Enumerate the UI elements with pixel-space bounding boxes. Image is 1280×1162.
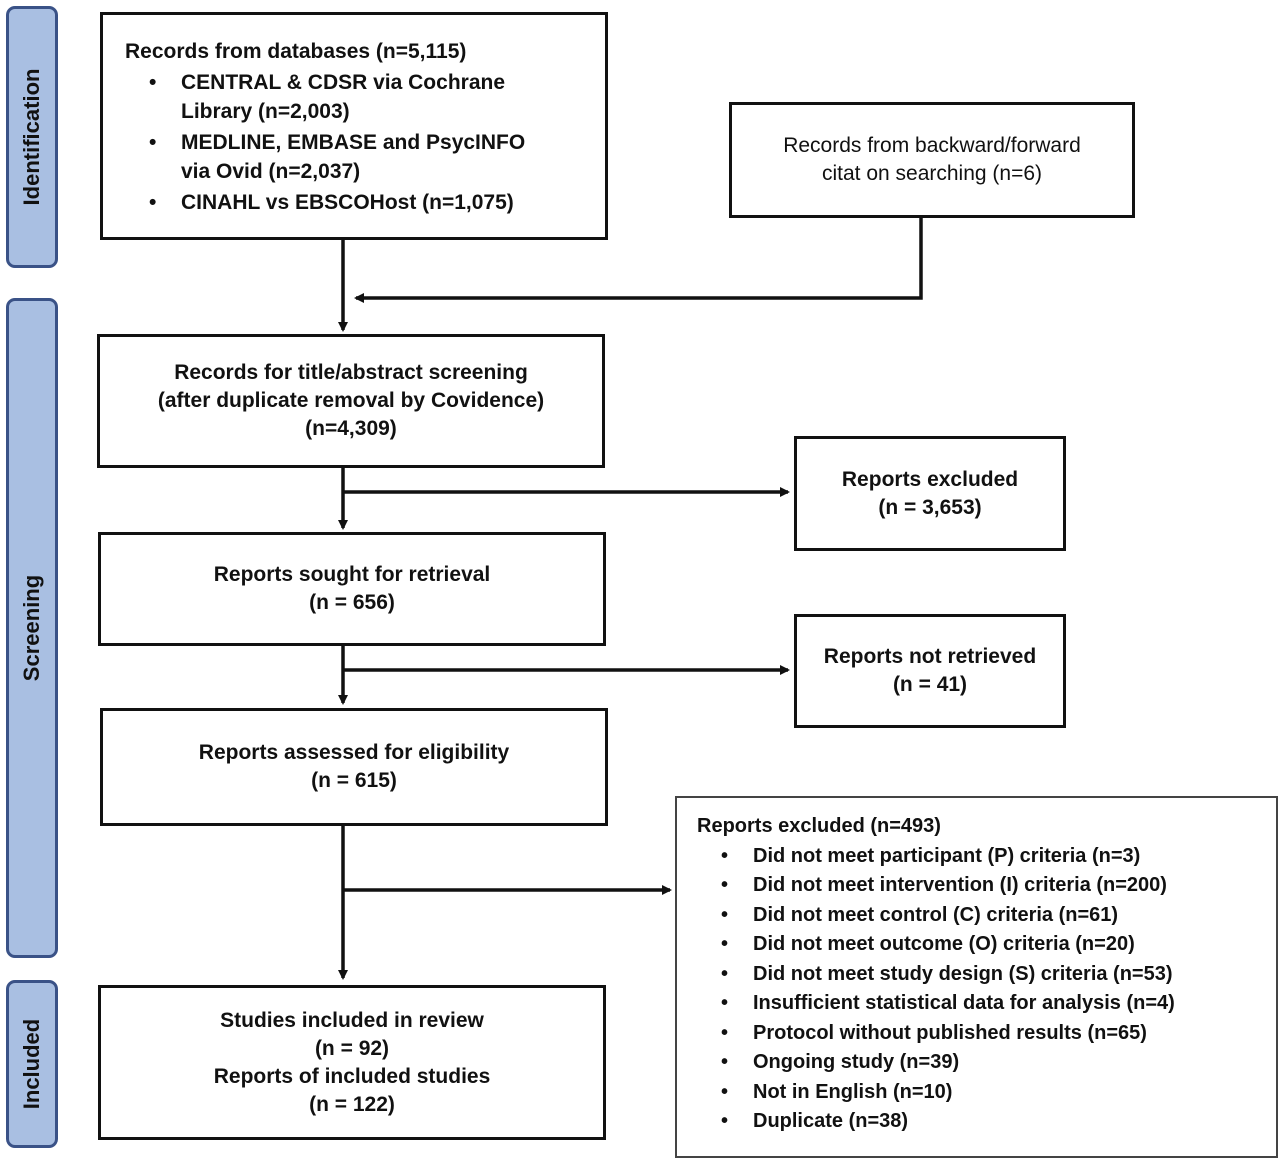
sought-count: (n = 656) <box>309 591 395 614</box>
exclusion-reason: Ongoing study (n=39) <box>697 1048 1268 1078</box>
exclusion-reason: Did not meet participant (P) criteria (n… <box>697 842 1268 872</box>
exclusion-reason: Protocol without published results (n=65… <box>697 1019 1268 1049</box>
exclusion-reason: Not in English (n=10) <box>697 1078 1268 1108</box>
included-studies-count: (n = 92) <box>314 1036 390 1060</box>
exclusion-reason: Did not meet outcome (O) criteria (n=20) <box>697 930 1268 960</box>
screening-box: Records for title/abstract screening (af… <box>97 334 605 468</box>
exclusion-reason: Did not meet intervention (I) criteria (… <box>697 871 1268 901</box>
assessed-box: Reports assessed for eligibility (n = 61… <box>100 708 608 826</box>
exclusion-reason: Duplicate (n=38) <box>697 1107 1268 1137</box>
databases-box: Records from databases (n=5,115) CENTRAL… <box>100 12 608 240</box>
included-reports-count: (n = 122) <box>309 1092 395 1116</box>
databases-list: CENTRAL & CDSR via Cochrane Library (n=2… <box>125 68 595 217</box>
excluded-box-1: Reports excluded (n = 3,653) <box>794 436 1066 551</box>
excluded-2-title: Reports excluded (n=493) <box>697 815 941 837</box>
database-item: CINAHL vs EBSCOHost (n=1,075) <box>125 188 595 217</box>
screening-count: (n=4,309) <box>305 417 397 440</box>
screening-line-2: (after duplicate removal by Covidence) <box>157 389 545 412</box>
phase-screening: Screening <box>6 298 58 958</box>
databases-title: Records from databases (n=5,115) <box>125 40 467 63</box>
included-studies-label: Studies included in review <box>220 1008 484 1032</box>
not-retrieved-count: (n = 41) <box>892 673 968 696</box>
excluded-1-label: Reports excluded <box>841 467 1019 491</box>
assessed-count: (n = 615) <box>311 769 397 792</box>
phase-identification: Identification <box>6 6 58 268</box>
not-retrieved-label: Reports not retrieved <box>823 645 1037 668</box>
database-item: CENTRAL & CDSR via Cochrane Library (n=2… <box>125 68 595 126</box>
database-item: MEDLINE, EMBASE and PsycINFO via Ovid (n… <box>125 128 595 186</box>
assessed-label: Reports assessed for eligibility <box>198 741 510 764</box>
excluded-1-count: (n = 3,653) <box>878 495 982 519</box>
included-reports-label: Reports of included studies <box>213 1064 491 1088</box>
sought-label: Reports sought for retrieval <box>213 563 491 586</box>
excluded-box-2: Reports excluded (n=493) Did not meet pa… <box>675 796 1278 1158</box>
exclusion-reason: Did not meet control (C) criteria (n=61) <box>697 901 1268 931</box>
screening-line-1: Records for title/abstract screening <box>174 361 528 384</box>
phase-included: Included <box>6 980 58 1148</box>
exclusion-reason: Insufficient statistical data for analys… <box>697 989 1268 1019</box>
arrow-citation-to-main <box>354 218 923 303</box>
exclusion-reasons-list: Did not meet participant (P) criteria (n… <box>697 842 1268 1137</box>
sought-box: Reports sought for retrieval (n = 656) <box>98 532 606 646</box>
citation-line-2: citat on searching (n=6) <box>821 162 1043 185</box>
citation-line-1: Records from backward/forward <box>783 134 1081 157</box>
citation-box: Records from backward/forward citat on s… <box>729 102 1135 218</box>
included-box: Studies included in review (n = 92) Repo… <box>98 985 606 1140</box>
not-retrieved-box: Reports not retrieved (n = 41) <box>794 614 1066 728</box>
exclusion-reason: Did not meet study design (S) criteria (… <box>697 960 1268 990</box>
